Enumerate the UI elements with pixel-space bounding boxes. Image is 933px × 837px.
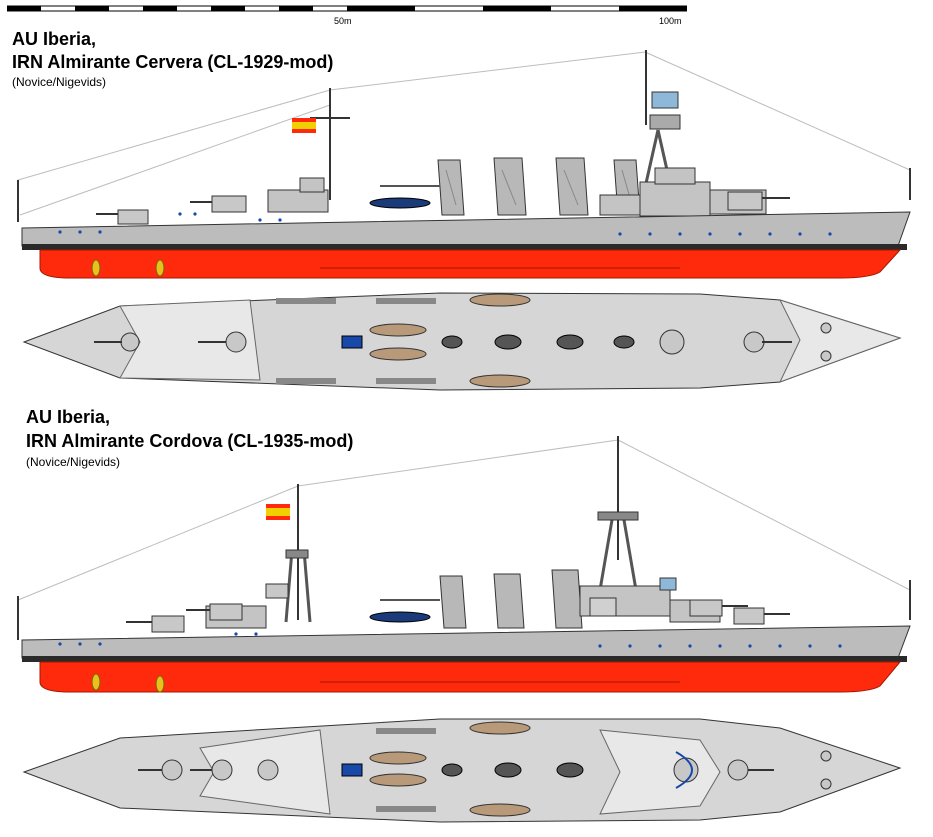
ship1-boot-topping bbox=[22, 244, 907, 250]
ship2-plan-torpedo-tubes bbox=[376, 728, 436, 812]
ship2-flag bbox=[266, 504, 290, 520]
ship1-plan-funnels bbox=[441, 334, 635, 350]
ship1-plan-torpedo-tubes bbox=[276, 298, 436, 384]
ship1-propellers bbox=[91, 259, 165, 277]
scale-bar-graphic bbox=[7, 5, 687, 12]
ship2-turrets bbox=[126, 583, 790, 633]
ship2-antifouling bbox=[39, 661, 902, 693]
ship2-plan-turrets bbox=[138, 757, 774, 783]
ship1-turrets bbox=[96, 191, 790, 225]
ship2-masts bbox=[17, 436, 911, 640]
ship2-plan-boats bbox=[369, 721, 531, 817]
ship2-plan bbox=[22, 718, 902, 823]
ship1-rigging bbox=[17, 51, 911, 216]
scale-label-100m: 100m bbox=[659, 16, 682, 26]
ship2-title-line2: IRN Almirante Cordova (CL-1935-mod) bbox=[26, 431, 354, 451]
ship1-flag bbox=[292, 118, 316, 133]
ship1-title-line2: IRN Almirante Cervera (CL-1929-mod) bbox=[12, 52, 334, 72]
ship2-title-line1: AU Iberia, bbox=[26, 407, 111, 427]
ship1-title-line1: AU Iberia, bbox=[12, 29, 97, 49]
ship1-profile bbox=[17, 50, 911, 279]
ship2-credit: (Novice/Nigevids) bbox=[26, 455, 121, 469]
ship1-plan bbox=[22, 292, 902, 391]
ship2-plan-funnels bbox=[441, 762, 584, 778]
ship1-antifouling bbox=[39, 249, 902, 279]
ship2-profile bbox=[17, 436, 911, 693]
ship1-plan-boats bbox=[369, 293, 531, 388]
ship2-portholes bbox=[58, 632, 842, 648]
ship1-masts bbox=[17, 50, 911, 222]
ship2-funnels bbox=[439, 569, 583, 629]
ship1-credit: (Novice/Nigevids) bbox=[12, 75, 107, 89]
ship2-boot-topping bbox=[22, 656, 907, 662]
scale-label-50m: 50m bbox=[334, 16, 352, 26]
ship1-superstructure bbox=[267, 167, 767, 217]
ship1-hull bbox=[21, 211, 911, 247]
ship1-plan-turrets bbox=[94, 329, 792, 355]
ship2-launch bbox=[369, 611, 431, 623]
ship2-rigging bbox=[17, 439, 911, 601]
ship1-portholes bbox=[58, 212, 832, 236]
ship2-propellers bbox=[91, 673, 165, 693]
scale-bar: 50m 100m bbox=[7, 4, 687, 26]
ship1-launch bbox=[369, 197, 431, 209]
